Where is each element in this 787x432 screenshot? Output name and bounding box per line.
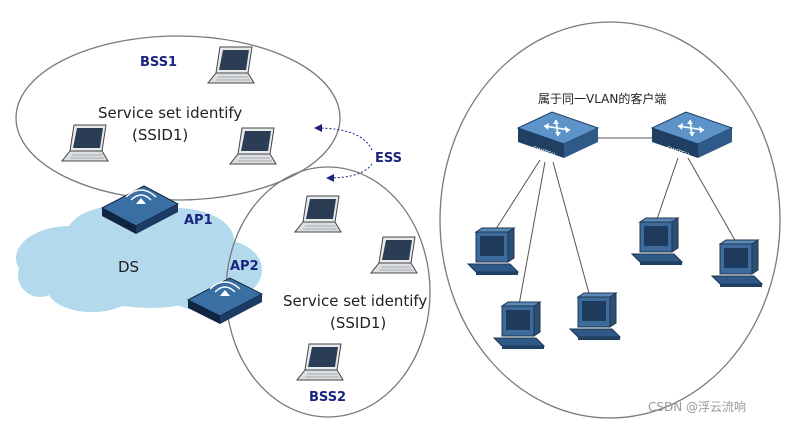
vlan-links	[493, 137, 737, 306]
bss1-label: BSS1	[140, 55, 177, 70]
laptop-icon	[61, 124, 109, 162]
desktop-pc-icon	[569, 292, 621, 341]
desktop-pc-icon	[467, 227, 519, 276]
ap2-icon	[186, 277, 264, 324]
watermark: CSDN @浮云流响	[648, 399, 746, 414]
ap1-label: AP1	[184, 213, 213, 228]
laptop-icon	[207, 46, 255, 84]
bss1-ssid-name: Service set identify	[98, 104, 242, 122]
ds-label: DS	[118, 258, 139, 276]
bss2-label: BSS2	[309, 390, 346, 405]
desktop-pc-icon	[631, 217, 683, 266]
laptop-icon	[294, 195, 342, 233]
desktop-pc-icon	[493, 301, 545, 350]
switch-icon	[516, 111, 600, 158]
desktop-pc-icon	[711, 239, 763, 288]
laptop-icon	[229, 127, 277, 165]
ess-label: ESS	[375, 151, 402, 166]
bss2-ssid-id: (SSID1)	[330, 314, 386, 332]
ap1-icon	[100, 185, 180, 234]
ds-cloud	[16, 206, 262, 312]
laptop-icon	[296, 343, 344, 381]
bss2-ssid-name: Service set identify	[283, 292, 427, 310]
bss1-ssid-id: (SSID1)	[132, 126, 188, 144]
vlan-boundary	[439, 21, 781, 419]
vlan-title: 属于同一VLAN的客户端	[538, 91, 666, 106]
switch-icon	[650, 111, 734, 158]
bss1-boundary	[15, 35, 341, 201]
ess-arrows	[314, 124, 373, 182]
ap2-label: AP2	[230, 259, 259, 274]
laptop-icon	[370, 236, 418, 274]
